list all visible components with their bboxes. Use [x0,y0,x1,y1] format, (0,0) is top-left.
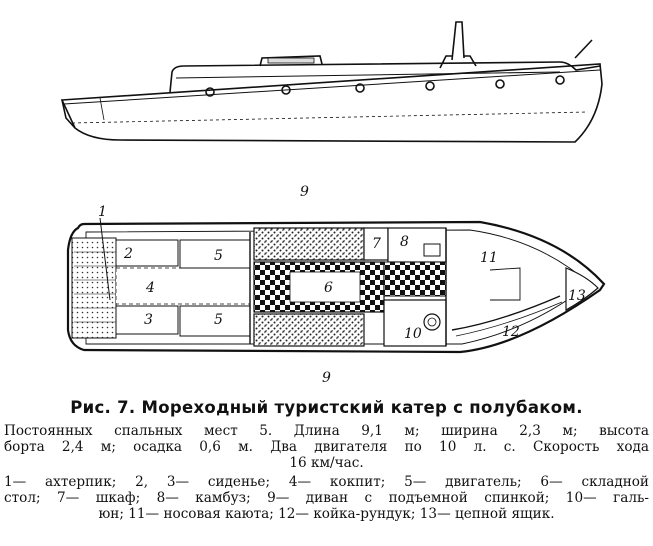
boat-drawing: 1 2 3 4 5 5 6 7 8 9 9 10 11 12 13 [60,21,606,386]
label-6: 6 [324,280,333,296]
description-line: Постоянных спальных мест 5. Длина 9,1 м;… [4,423,649,439]
engine-bottom [179,305,251,337]
bunk-locker [451,295,561,331]
label-1: 1 [98,204,107,220]
cockpit [115,267,251,305]
figure-caption-title: Рис. 7. Мореходный туристский катер с по… [70,398,583,417]
label-4: 4 [145,280,155,296]
sofa-top [253,227,365,261]
side-view [60,21,603,143]
label-8: 8 [400,234,409,250]
label-7: 7 [372,236,381,252]
label-11: 11 [480,250,498,266]
label-5-bottom: 5 [214,312,223,328]
label-2: 2 [123,246,133,262]
label-13: 13 [568,288,586,304]
plan-view: 1 2 3 4 5 5 6 7 8 9 9 10 11 12 13 [66,184,606,386]
legend-line: 1— ахтерпик; 2, 3— сиденье; 4— кокпит; 5… [4,474,649,490]
legend-line: стол; 7— шкаф; 8— камбуз; 9— диван с под… [4,490,649,506]
figure-legend: 1— ахтерпик; 2, 3— сиденье; 4— кокпит; 5… [4,474,649,522]
label-12: 12 [502,324,520,340]
sofa-bottom [253,313,365,347]
label-9-bottom: 9 [322,370,331,386]
description-line: борта 2,4 м; осадка 0,6 м. Два двигателя… [4,439,649,455]
wardrobe [363,227,389,261]
aft-peak [71,237,117,339]
label-5-top: 5 [214,248,223,264]
engine-top [179,239,251,269]
seat-3 [115,305,179,335]
label-3: 3 [144,312,153,328]
legend-line: юн; 11— носовая каюта; 12— койка-рундук;… [98,506,555,522]
chain-locker [565,267,599,312]
seat-2 [115,239,179,267]
label-9-top: 9 [300,184,309,200]
figure-description: Постоянных спальных мест 5. Длина 9,1 м;… [4,423,649,471]
label-10: 10 [404,326,422,342]
description-line: 16 км/час. [289,455,364,471]
